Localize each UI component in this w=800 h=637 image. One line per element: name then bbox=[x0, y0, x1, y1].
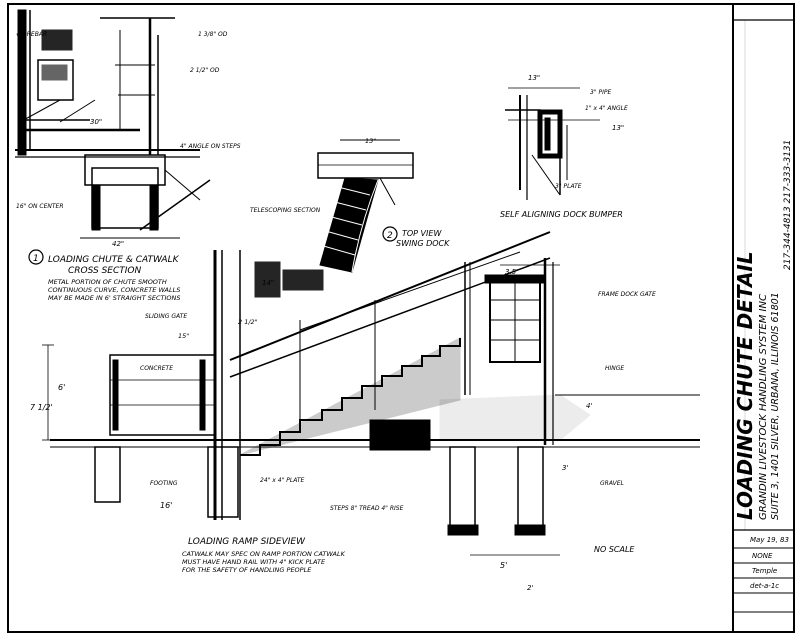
dim-13-c: 13" bbox=[612, 124, 624, 132]
sideview-note-3: FOR THE SAFETY OF HANDLING PEOPLE bbox=[182, 566, 312, 574]
dim-30: 30" bbox=[90, 118, 102, 126]
dim-3-5: 3.5' bbox=[505, 268, 518, 276]
bumper-pipe-callout: 3" PIPE bbox=[590, 89, 611, 96]
company-line-1: GRANDIN LIVESTOCK HANDLING SYSTEM INC bbox=[758, 294, 769, 520]
catwalk-detail bbox=[15, 9, 211, 239]
dim-3: 3' bbox=[562, 464, 568, 472]
dim-2: 2' bbox=[527, 584, 533, 592]
cross-section-title-2: CROSS SECTION bbox=[68, 266, 142, 276]
stair-plate-callout: 3" PLATE bbox=[555, 183, 582, 190]
dim-2-1-2-od: 2 1/2" OD bbox=[190, 67, 220, 74]
telescoping-callout: TELESCOPING SECTION bbox=[250, 207, 321, 214]
loading-ramp-sideview bbox=[42, 231, 700, 556]
company-line-2: SUITE 3, 1401 SILVER, URBANA, ILLINOIS 6… bbox=[770, 292, 781, 520]
dim-13-b: 13" bbox=[528, 74, 540, 82]
dim-42: 42" bbox=[112, 240, 124, 248]
hinge-callout: HINGE bbox=[605, 365, 624, 372]
dim-2-1-2: 2 1/2" bbox=[238, 318, 258, 326]
title-block: LOADING CHUTE DETAIL GRANDIN LIVESTOCK H… bbox=[732, 3, 795, 633]
dim-13-a: 13" bbox=[365, 137, 376, 145]
sideview-note-1: CATWALK MAY SPEC ON RAMP PORTION CATWALK bbox=[182, 550, 346, 558]
dim-4: 4' bbox=[586, 402, 592, 410]
sheet-note: det-a-1c bbox=[750, 582, 779, 590]
cross-section-number: 1 bbox=[33, 254, 39, 264]
drawn-by: Temple bbox=[752, 567, 777, 575]
scale-entry: NONE bbox=[752, 552, 773, 560]
dim-7-5: 7 1/2' bbox=[30, 403, 53, 412]
bottom-rail-callout: 24" x 4" PLATE bbox=[260, 477, 305, 484]
sideview-note-2: MUST HAVE HAND RAIL WITH 4" KICK PLATE bbox=[182, 558, 326, 566]
sliding-gate-callout: SLIDING GATE bbox=[145, 313, 187, 320]
cross-section-title: 1 LOADING CHUTE & CATWALK CROSS SECTION … bbox=[28, 249, 181, 302]
dim-1-3-8: 1 3/8" OD bbox=[198, 31, 228, 38]
cross-section-note-3: MAY BE MADE IN 6' STRAIGHT SECTIONS bbox=[48, 294, 181, 302]
sideview-title: LOADING RAMP SIDEVIEW bbox=[188, 537, 306, 547]
steps-callout: STEPS 8" TREAD 4" RISE bbox=[330, 505, 404, 512]
dim-6: 6' bbox=[58, 383, 65, 392]
top-view-title-2: SWING DOCK bbox=[396, 239, 450, 248]
concrete-callout: CONCRETE bbox=[140, 365, 173, 372]
gravel-callout: GRAVEL bbox=[600, 480, 624, 487]
nosing-callout: 1" x 4" ANGLE bbox=[585, 105, 628, 112]
date-value: May 19, 83 bbox=[750, 536, 789, 544]
cross-section-note-2: CONTINUOUS CURVE, CONCRETE WALLS bbox=[48, 286, 180, 294]
drawing-title: LOADING CHUTE DETAIL bbox=[733, 251, 757, 520]
angle-steps-callout: 4" ANGLE ON STEPS bbox=[180, 143, 241, 150]
bumper-section-detail bbox=[505, 87, 600, 200]
bumper-label: SELF ALIGNING DOCK BUMPER bbox=[500, 210, 623, 219]
cross-section-title-1: LOADING CHUTE & CATWALK bbox=[48, 255, 180, 265]
dock-gate-callout: FRAME DOCK GATE bbox=[598, 291, 656, 298]
top-view-title: 2 TOP VIEW SWING DOCK bbox=[382, 226, 450, 248]
rebar-callout: #4 REBAR bbox=[16, 31, 47, 38]
no-scale: NO SCALE bbox=[594, 545, 635, 554]
dim-5: 5' bbox=[500, 561, 507, 570]
top-view-number: 2 bbox=[387, 231, 393, 241]
dim-15: 15" bbox=[178, 332, 189, 340]
rebar-spacing: 16" ON CENTER bbox=[16, 203, 64, 210]
phone-number: 217-344-4813 217-333-3131 bbox=[783, 140, 793, 270]
dim-14: 14" bbox=[262, 279, 274, 287]
dim-16: 16' bbox=[160, 501, 172, 510]
sheet-border bbox=[7, 3, 795, 633]
footing-callout: FOOTING bbox=[150, 480, 178, 487]
cross-section-note-1: METAL PORTION OF CHUTE SMOOTH bbox=[48, 278, 167, 286]
curved-chute-detail bbox=[317, 139, 414, 273]
top-view-title-1: TOP VIEW bbox=[402, 229, 442, 238]
